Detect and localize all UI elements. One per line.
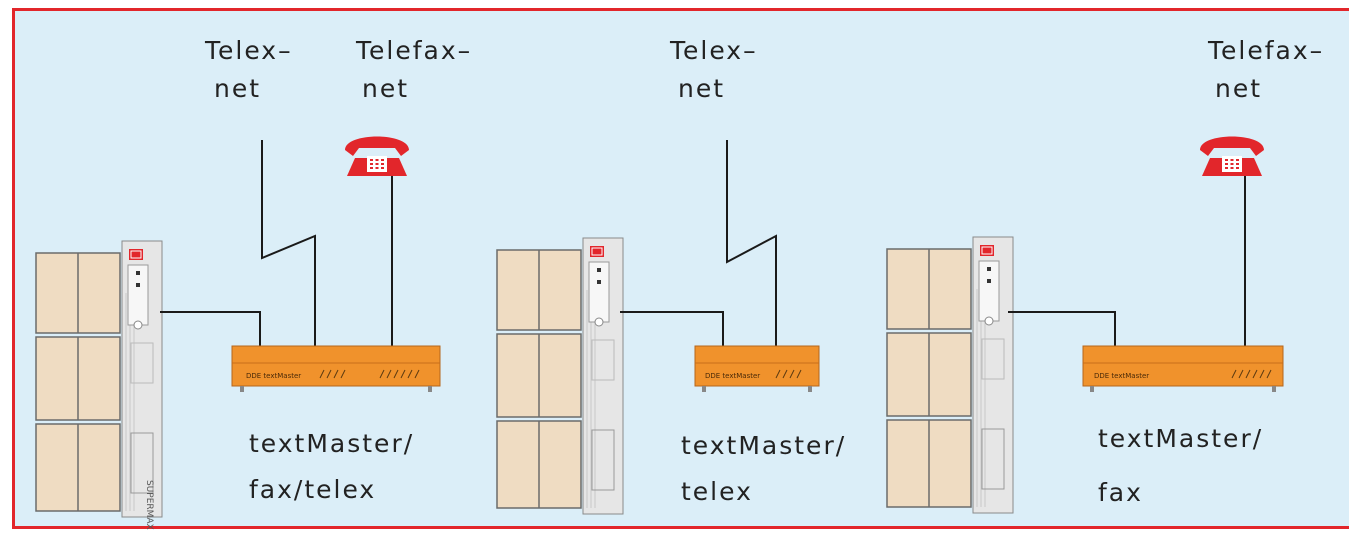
- device-caption: fax: [1098, 478, 1143, 507]
- device-caption: textMaster/: [681, 431, 847, 460]
- device-badge: DDE textMaster: [1094, 372, 1150, 380]
- telefax-net-label: net: [362, 74, 410, 103]
- telex-net-label: Telex–: [205, 36, 293, 65]
- device-badge: DDE textMaster: [246, 372, 302, 380]
- supermax-computer-cabinet: [886, 236, 1014, 514]
- telex-net-label: Telex–: [670, 36, 758, 65]
- cabinet-link-cable: [620, 311, 724, 347]
- cabinet-link-cable: [1008, 311, 1116, 347]
- diagram-panel: [12, 8, 1349, 529]
- group-3: [886, 136, 1284, 514]
- telex-line: [726, 140, 777, 347]
- device-badge: DDE textMaster: [705, 372, 761, 380]
- group-1: SUPERMAX: [35, 136, 441, 530]
- group-2: [496, 140, 820, 515]
- cabinet-link-cable: [160, 311, 261, 347]
- device-caption: textMaster/: [1098, 424, 1264, 453]
- telefax-net-label: Telefax–: [1208, 36, 1325, 65]
- telefax-net-label: net: [1215, 74, 1263, 103]
- telephone-icon: [345, 136, 409, 176]
- telex-net-label: net: [214, 74, 262, 103]
- cabinet-side-label: SUPERMAX: [144, 480, 154, 530]
- supermax-computer-cabinet: [35, 240, 163, 518]
- device-caption: telex: [681, 477, 753, 506]
- telefax-net-label: Telefax–: [356, 36, 473, 65]
- telex-line: [261, 140, 316, 347]
- textmaster-device: [1082, 345, 1284, 392]
- device-caption: textMaster/: [249, 429, 415, 458]
- telex-net-label: net: [678, 74, 726, 103]
- device-caption: fax/telex: [249, 475, 377, 504]
- supermax-computer-cabinet: [496, 237, 624, 515]
- textmaster-device: [694, 345, 820, 392]
- textmaster-device: [231, 345, 441, 392]
- telephone-icon: [1200, 136, 1264, 176]
